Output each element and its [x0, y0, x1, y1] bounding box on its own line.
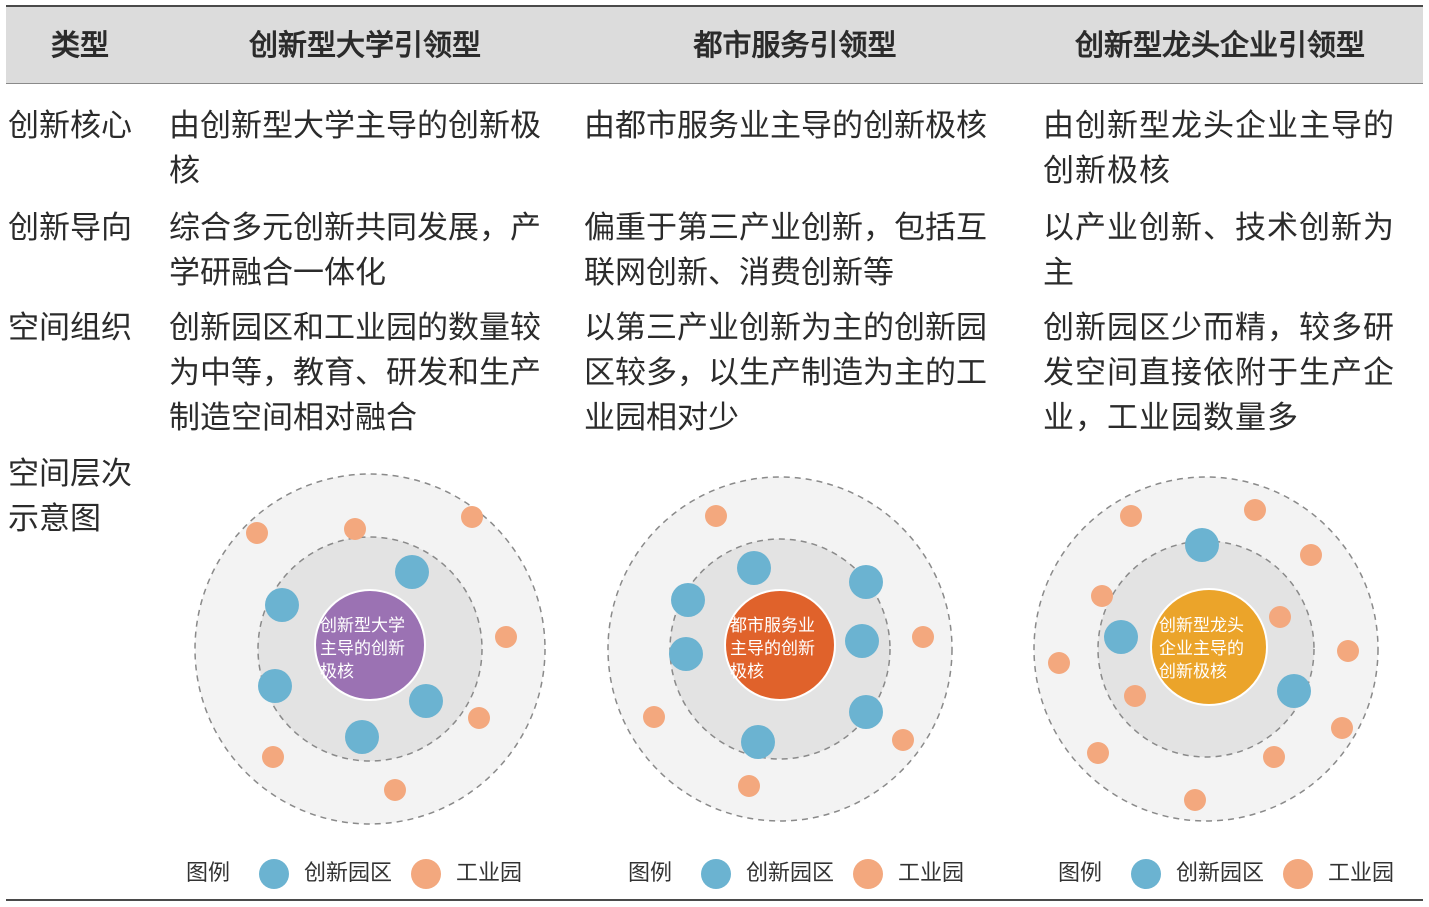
- legend-innovation-park: 创新园区: [746, 861, 835, 886]
- table-header: [6, 7, 1423, 83]
- industrial-park-dot: [1337, 640, 1359, 662]
- innovation-park-dot: [671, 583, 705, 617]
- innovation-park-dot: [345, 720, 379, 754]
- core-label-line2: 主导的创新: [320, 639, 405, 659]
- core-label-line2: 企业主导的: [1159, 639, 1244, 659]
- core-label-line2: 主导的创新: [730, 639, 815, 659]
- cell-innovation-core-urban: 由都市服务业主导的创新极核: [584, 108, 987, 144]
- core-label-line1: 创新型龙头: [1159, 616, 1244, 636]
- legend-industrial-park: 工业园: [898, 861, 965, 886]
- core-label-line3: 极核: [320, 662, 354, 682]
- cell-innovation-core-enterprise: 由创新型龙头企业主导的创新极核: [1043, 108, 1395, 189]
- industrial-park-legend-icon: [411, 859, 442, 889]
- industrial-park-dot: [1124, 685, 1146, 707]
- innovation-park-dot: [265, 588, 299, 622]
- legend-title: 图例: [186, 861, 231, 886]
- legend-innovation-park: 创新园区: [1176, 861, 1265, 886]
- header-enterprise-led: 创新型龙头企业引领型: [1074, 28, 1365, 62]
- diagram-urban-service-led: 都市服务业 主导的创新 极核: [607, 476, 953, 822]
- table-top-rule: [6, 5, 1423, 7]
- row-label-spatial-hierarchy: 空间层次 示意图: [8, 452, 158, 542]
- industrial-park-dot: [1300, 544, 1322, 566]
- industrial-park-dot: [1331, 717, 1353, 739]
- industrial-park-dot: [705, 505, 727, 527]
- legend-urban: 图例 创新园区 工业园: [628, 856, 964, 892]
- table-bottom-rule: [6, 899, 1423, 901]
- industrial-park-dot: [892, 729, 914, 751]
- industrial-park-dot: [1091, 585, 1113, 607]
- cell-spatial-university: 创新园区和工业园的数量较为中等，教育、研发和生产制造空间相对融合: [169, 310, 541, 436]
- diagram-university-led: 创新型大学 主导的创新 极核: [194, 473, 546, 825]
- innovation-park-dot: [845, 624, 879, 658]
- innovation-park-dot: [258, 669, 292, 703]
- industrial-park-dot: [246, 522, 268, 544]
- row-label-innovation-core: 创新核心: [8, 108, 132, 144]
- row-label-spatial-organization: 空间组织: [8, 310, 132, 346]
- innovation-park-dot: [849, 565, 883, 599]
- row-label-innovation-orientation: 创新导向: [8, 210, 132, 246]
- cell-spatial-enterprise: 创新园区少而精，较多研发空间直接依附于生产企业，工业园数量多: [1043, 310, 1395, 436]
- row-label-spatial-hierarchy-line1: 空间层次: [8, 456, 132, 492]
- row-label-spatial-hierarchy-line2: 示意图: [8, 501, 101, 537]
- industrial-park-dot: [1120, 505, 1142, 527]
- industrial-park-dot: [1263, 746, 1285, 768]
- core-label-line1: 都市服务业: [730, 616, 815, 636]
- diagram-enterprise-led: 创新型龙头 企业主导的 创新极核: [1033, 476, 1379, 822]
- legend-university: 图例 创新园区 工业园: [186, 856, 522, 892]
- industrial-park-dot: [738, 775, 760, 797]
- industrial-park-dot: [384, 779, 406, 801]
- core-circle: [1150, 588, 1268, 706]
- industrial-park-legend-icon: [1283, 859, 1314, 889]
- industrial-park-dot: [1184, 789, 1206, 811]
- core-label-line1: 创新型大学: [320, 616, 405, 636]
- industrial-park-dot: [1269, 606, 1291, 628]
- industrial-park-dot: [1244, 499, 1266, 521]
- industrial-park-dot: [1087, 742, 1109, 764]
- innovation-park-legend-icon: [259, 859, 290, 889]
- cell-innovation-core-university: 由创新型大学主导的创新极核: [169, 108, 541, 189]
- innovation-park-dot: [741, 725, 775, 759]
- legend-enterprise: 图例 创新园区 工业园: [1058, 856, 1394, 892]
- innovation-park-legend-icon: [701, 859, 732, 889]
- industrial-park-dot: [344, 518, 366, 540]
- industrial-park-dot: [461, 506, 483, 528]
- cell-orientation-university: 综合多元创新共同发展，产学研融合一体化: [169, 210, 541, 291]
- legend-title: 图例: [1058, 861, 1103, 886]
- core-circle: [724, 589, 836, 701]
- header-urban-service-led: 都市服务引领型: [693, 28, 897, 62]
- innovation-park-dot: [669, 637, 703, 671]
- innovation-park-dot: [409, 684, 443, 718]
- innovation-park-dot: [737, 551, 771, 585]
- industrial-park-dot: [468, 707, 490, 729]
- core-label-line3: 极核: [730, 662, 764, 682]
- industrial-park-dot: [912, 626, 934, 648]
- cell-orientation-enterprise: 以产业创新、技术创新为主: [1043, 210, 1395, 291]
- industrial-park-dot: [262, 746, 284, 768]
- innovation-park-dot: [1104, 620, 1138, 654]
- cell-orientation-urban: 偏重于第三产业创新，包括互联网创新、消费创新等: [584, 210, 987, 291]
- core-label-line3: 创新极核: [1159, 662, 1227, 682]
- cell-spatial-urban: 以第三产业创新为主的创新园区较多，以生产制造为主的工业园相对少: [584, 310, 987, 436]
- legend-industrial-park: 工业园: [1328, 861, 1395, 886]
- innovation-park-legend-icon: [1131, 859, 1162, 889]
- innovation-park-dot: [395, 555, 429, 589]
- table-header-rule: [6, 83, 1423, 84]
- innovation-park-dot: [1185, 528, 1219, 562]
- header-university-led: 创新型大学引领型: [248, 28, 481, 62]
- legend-industrial-park: 工业园: [456, 861, 523, 886]
- industrial-park-dot: [643, 706, 665, 728]
- industrial-park-legend-icon: [853, 859, 884, 889]
- industrial-park-dot: [495, 626, 517, 648]
- legend-innovation-park: 创新园区: [304, 861, 393, 886]
- industrial-park-dot: [1048, 652, 1070, 674]
- header-type: 类型: [50, 28, 109, 62]
- core-circle: [314, 589, 426, 701]
- innovation-park-dot: [1277, 674, 1311, 708]
- innovation-park-dot: [849, 695, 883, 729]
- legend-title: 图例: [628, 861, 673, 886]
